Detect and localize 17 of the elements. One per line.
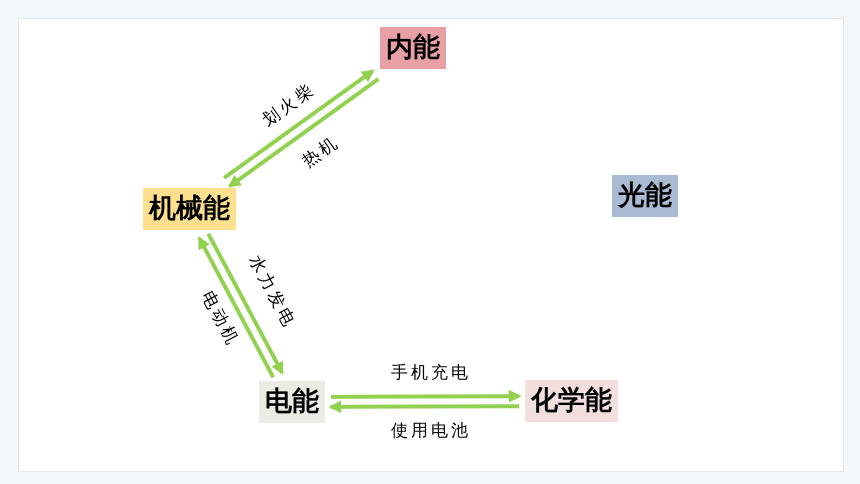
arrow bbox=[198, 236, 276, 378]
arrow bbox=[330, 390, 522, 403]
edge-label: 使用电池 bbox=[391, 420, 472, 441]
arrow bbox=[328, 400, 520, 414]
edge-label: 划火柴 bbox=[258, 79, 319, 131]
arrow bbox=[228, 77, 380, 188]
energy-box: 电能 bbox=[259, 381, 325, 423]
arrow bbox=[206, 232, 284, 375]
edge-label: 手机充电 bbox=[390, 362, 471, 383]
edge-label: 热机 bbox=[299, 132, 344, 172]
edge-label: 电动机 bbox=[196, 288, 243, 350]
edge-label: 水力发电 bbox=[244, 252, 300, 332]
energy-box: 化学能 bbox=[525, 380, 618, 422]
energy-box: 机械能 bbox=[143, 188, 236, 230]
energy-box: 内能 bbox=[380, 27, 446, 69]
arrow bbox=[222, 69, 375, 180]
energy-box: 光能 bbox=[612, 175, 678, 217]
